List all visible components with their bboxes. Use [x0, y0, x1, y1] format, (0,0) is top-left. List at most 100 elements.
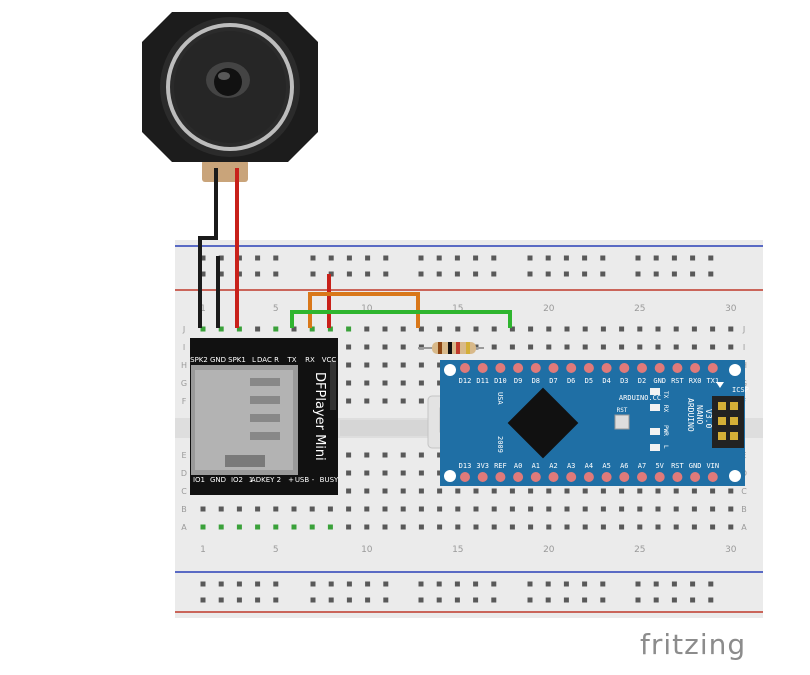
svg-text:NANO: NANO: [695, 405, 704, 424]
svg-text:ICSP: ICSP: [732, 386, 749, 394]
breadboard-hole: [455, 326, 461, 332]
breadboard-hole: [564, 524, 570, 530]
dfplayer-title: DFPlayer Mini: [312, 372, 327, 461]
rail-hole: [328, 581, 334, 587]
rail-hole: [708, 597, 714, 603]
dfplayer-pin-label: RX: [305, 356, 315, 364]
breadboard-hole: [673, 326, 679, 332]
breadboard-hole: [546, 506, 552, 512]
row-letter: G: [181, 379, 187, 388]
breadboard-hole: [382, 452, 388, 458]
breadboard-hole: [437, 452, 443, 458]
breadboard-hole: [346, 344, 352, 350]
breadboard-hole: [691, 326, 697, 332]
breadboard-hole: [382, 362, 388, 368]
resistor: [418, 342, 484, 354]
nano-pin-label: RX0: [689, 377, 702, 385]
breadboard-hole: [473, 524, 479, 530]
breadboard-hole: [273, 506, 279, 512]
row-letter: I: [743, 343, 745, 352]
breadboard-hole: [218, 506, 224, 512]
breadboard-hole: [582, 326, 588, 332]
rail-hole: [708, 255, 714, 261]
nano-brand: ARDUINO.CC: [619, 394, 661, 402]
rail-hole: [310, 271, 316, 277]
breadboard-hole: [291, 506, 297, 512]
nano-pin: [566, 472, 577, 482]
dfplayer-pin-label: 1: [249, 476, 253, 484]
row-letter: A: [181, 523, 187, 532]
breadboard-hole: [455, 488, 461, 494]
breadboard-hole: [637, 506, 643, 512]
mount-hole: [729, 364, 741, 376]
column-number: 5: [273, 304, 279, 314]
nano-pin-label: A5: [602, 462, 610, 470]
nano-pin-label: A2: [549, 462, 557, 470]
nano-pin-label: D13: [459, 462, 472, 470]
nano-pin-label: 3V3: [476, 462, 489, 470]
svg-text:L: L: [662, 445, 669, 449]
nano-pin-label: TX1: [706, 377, 719, 385]
breadboard-hole: [473, 326, 479, 332]
rail-hole: [600, 271, 606, 277]
rail-hole: [527, 255, 533, 261]
rail-hole: [545, 271, 551, 277]
rail-hole: [383, 271, 389, 277]
rail-hole: [383, 581, 389, 587]
rail-hole: [563, 255, 569, 261]
breadboard-hole: [400, 398, 406, 404]
nano-pin-label: A3: [567, 462, 575, 470]
breadboard-hole: [491, 344, 497, 350]
column-number: 20: [543, 304, 555, 314]
reset-button: [614, 414, 630, 430]
breadboard-hole: [655, 506, 661, 512]
icsp-pin: [730, 417, 738, 425]
breadboard-hole: [418, 524, 424, 530]
dfplayer-pin-label: TX: [286, 356, 296, 364]
column-number: 30: [725, 304, 737, 314]
nano-pin-label: RST: [671, 377, 684, 385]
breadboard-hole: [418, 470, 424, 476]
breadboard-hole: [364, 380, 370, 386]
rail-hole: [310, 255, 316, 261]
rail-hole: [563, 581, 569, 587]
dfplayer-pin-label: USB: [295, 476, 310, 484]
breadboard-hole: [582, 524, 588, 530]
rail-hole: [346, 271, 352, 277]
breadboard-hole: [600, 506, 606, 512]
column-number: 25: [634, 545, 645, 555]
rail-hole: [346, 597, 352, 603]
dfplayer-pin-label: SPK1: [228, 356, 246, 364]
nano-pin: [460, 472, 470, 482]
row-letter: E: [181, 451, 186, 460]
mount-hole: [444, 364, 456, 376]
nano-pin-label: D2: [638, 377, 646, 385]
column-number: 10: [361, 304, 373, 314]
rail-hole: [236, 271, 242, 277]
nano-pin: [477, 472, 488, 482]
rail-hole: [600, 581, 606, 587]
nano-pin-label: A7: [638, 462, 646, 470]
breadboard-hole: [691, 344, 697, 350]
nano-pin: [672, 363, 683, 373]
column-number: 15: [452, 304, 463, 314]
breadboard-hole: [673, 488, 679, 494]
breadboard-hole: [619, 488, 625, 494]
breadboard-hole: [255, 326, 261, 332]
nano-pin-label: GND: [653, 377, 666, 385]
row-letter: C: [181, 487, 187, 496]
column-number: 20: [543, 545, 555, 555]
breadboard-hole: [400, 326, 406, 332]
breadboard-hole: [710, 326, 716, 332]
rail-hole: [527, 581, 533, 587]
breadboard-hole: [655, 344, 661, 350]
row-letter: A: [741, 523, 747, 532]
nano-pin: [513, 363, 524, 373]
rail-hole: [582, 271, 588, 277]
breadboard-hole: [728, 488, 734, 494]
rail-hole: [365, 581, 371, 587]
breadboard-hole: [619, 524, 625, 530]
rail-hole: [671, 581, 677, 587]
dfplayer-pin-label: IO2: [231, 476, 243, 484]
